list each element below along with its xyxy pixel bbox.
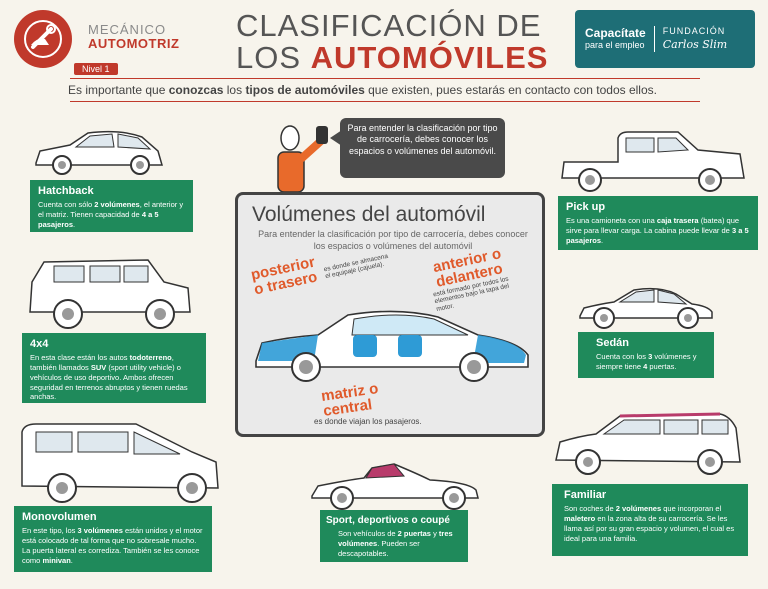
station-wagon-illustration bbox=[555, 412, 741, 475]
rear-desc: es donde se almacena el equipaje (cajuel… bbox=[323, 252, 389, 281]
volumes-panel: Volúmenes del automóvil Para entender la… bbox=[235, 192, 545, 437]
panel-subtitle: Para entender la clasificación por tipo … bbox=[258, 229, 528, 251]
partner-foundation: FUNDACIÓN bbox=[662, 26, 726, 36]
sedan-cutaway-illustration bbox=[255, 310, 529, 382]
card-title: Sport, deportivos o coupé bbox=[326, 515, 450, 526]
card-title: Hatchback bbox=[38, 185, 94, 197]
card-sedan: Sedán Cuenta con los 3 volúmenes y siemp… bbox=[578, 332, 714, 378]
mechanic-illustration bbox=[277, 125, 328, 193]
divider-top bbox=[70, 78, 700, 79]
brand-line1: MECÁNICO bbox=[88, 22, 167, 37]
hatchback-illustration bbox=[35, 130, 163, 175]
card-title: Pick up bbox=[566, 201, 606, 213]
coupe-illustration bbox=[311, 463, 479, 510]
card-sport: Sport, deportivos o coupé Son vehículos … bbox=[320, 510, 468, 562]
minivan-illustration bbox=[21, 423, 219, 503]
logo bbox=[14, 10, 72, 68]
level-badge: Nivel 1 bbox=[74, 63, 118, 75]
speech-bubble: Para entender la clasificación por tipo … bbox=[340, 118, 505, 178]
partner-tagline: para el empleo bbox=[585, 39, 645, 50]
intro-text: Es importante que conozcas los tipos de … bbox=[68, 83, 657, 97]
card-monovolumen: Monovolumen En este tipo, los 3 volúmene… bbox=[14, 506, 212, 572]
card-title: Sedán bbox=[596, 337, 630, 349]
speech-tail bbox=[330, 130, 342, 146]
card-familiar: Familiar Son coches de 2 volúmenes que i… bbox=[552, 484, 748, 556]
middle-label: matriz o central bbox=[320, 380, 380, 420]
rear-label: posterior o trasero bbox=[249, 253, 319, 299]
pickup-illustration bbox=[561, 131, 745, 192]
card-pickup: Pick up Es una camioneta con una caja tr… bbox=[558, 196, 758, 250]
brand-line2: AUTOMOTRIZ bbox=[88, 36, 180, 51]
page-title-line2: LOS AUTOMÓVILES bbox=[236, 40, 549, 75]
suv-4x4-illustration bbox=[29, 259, 191, 329]
middle-desc: es donde viajan los pasajeros. bbox=[314, 417, 422, 426]
divider-bottom bbox=[70, 101, 700, 102]
sedan-illustration bbox=[579, 287, 713, 329]
card-title: Familiar bbox=[564, 489, 607, 501]
panel-title: Volúmenes del automóvil bbox=[252, 203, 486, 226]
wrench-icon bbox=[24, 20, 62, 58]
card-title: Monovolumen bbox=[22, 511, 97, 523]
page-title-line1: CLASIFICACIÓN DE bbox=[236, 8, 542, 43]
card-title: 4x4 bbox=[30, 338, 49, 350]
partner-name: Capacítate bbox=[585, 26, 646, 41]
card-4x4: 4x4 En esta clase están los autos todote… bbox=[22, 333, 206, 403]
card-hatchback: Hatchback Cuenta con sólo 2 volúmenes, e… bbox=[30, 180, 193, 232]
partner-signature: Carlos Slim bbox=[662, 37, 728, 51]
